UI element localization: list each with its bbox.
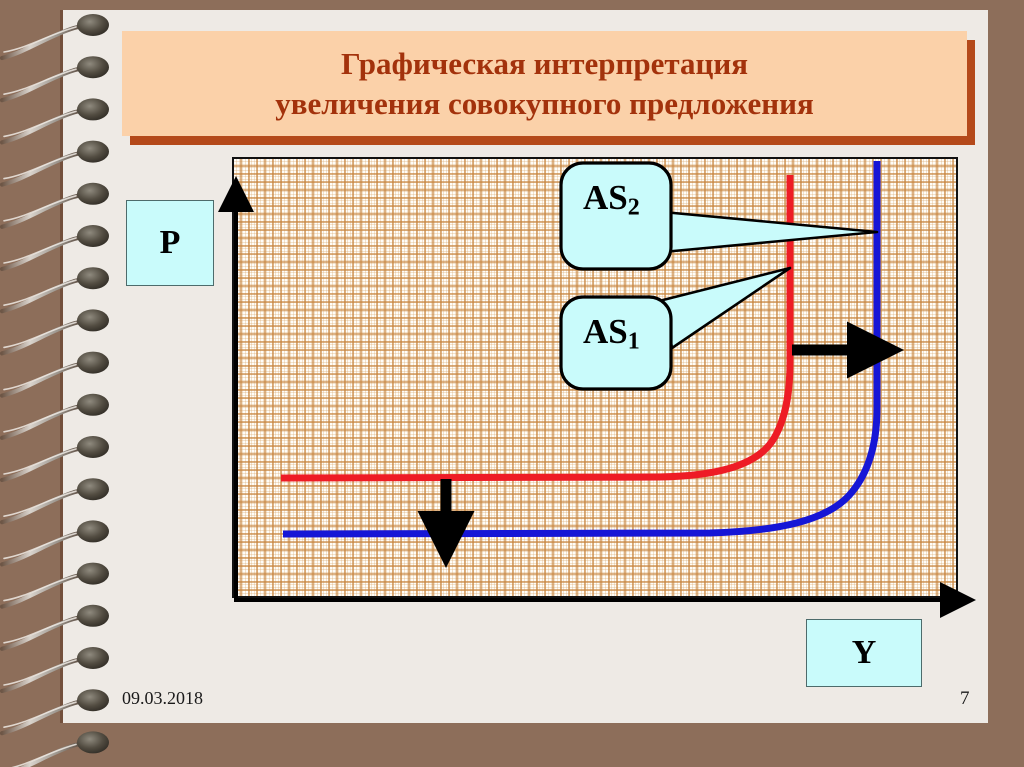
as1-callout-label: AS1 xyxy=(583,312,640,355)
chart-plot-area xyxy=(232,157,958,598)
notebook-page-left-edge xyxy=(60,10,63,723)
as1-label-sub: 1 xyxy=(627,328,640,355)
as2-callout-label: AS2 xyxy=(583,178,640,221)
axis-label-output: Y xyxy=(851,634,877,671)
footer-date: 09.03.2018 xyxy=(122,688,203,708)
spiral-wire xyxy=(19,741,85,767)
as2-label-main: AS xyxy=(583,178,628,217)
axis-label-box-output: Y xyxy=(806,619,922,687)
title-plate xyxy=(122,31,967,136)
page-title-line-1: Графическая интерпретация xyxy=(340,46,748,82)
axis-label-box-price: P xyxy=(126,200,214,286)
spiral-wire-highlight xyxy=(11,743,77,767)
footer-page-number: 7 xyxy=(960,688,970,709)
as2-label-sub: 2 xyxy=(627,194,640,221)
axis-label-price: P xyxy=(159,224,181,261)
page-title-line-2: увеличения совокупного предложения xyxy=(275,85,814,121)
as1-label-main: AS xyxy=(583,312,628,351)
spiral-ring-cap xyxy=(77,731,109,754)
page-title: Графическая интерпретация увеличения сов… xyxy=(122,31,967,136)
